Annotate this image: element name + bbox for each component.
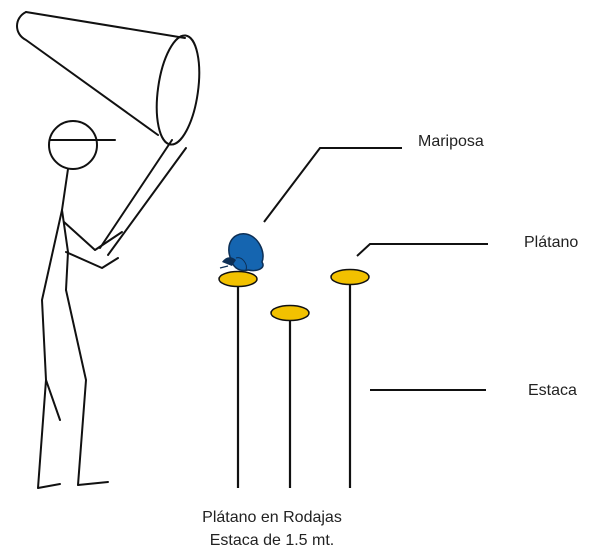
banana-slice-right bbox=[330, 268, 370, 286]
mariposa-leader-line bbox=[263, 147, 402, 223]
caption-line-2: Estaca de 1.5 mt. bbox=[210, 532, 335, 549]
label-estaca: Estaca bbox=[528, 382, 577, 399]
butterfly-net-icon bbox=[16, 11, 201, 256]
caption-line-1: Plátano en Rodajas bbox=[202, 509, 342, 526]
platano-leader-line bbox=[356, 243, 488, 257]
banana-slice-left bbox=[218, 270, 258, 288]
label-platano: Plátano bbox=[524, 234, 578, 251]
stick-figure-icon bbox=[37, 120, 123, 489]
butterfly-icon bbox=[219, 233, 264, 272]
banana-slice-middle bbox=[270, 304, 310, 322]
label-mariposa: Mariposa bbox=[418, 133, 484, 150]
